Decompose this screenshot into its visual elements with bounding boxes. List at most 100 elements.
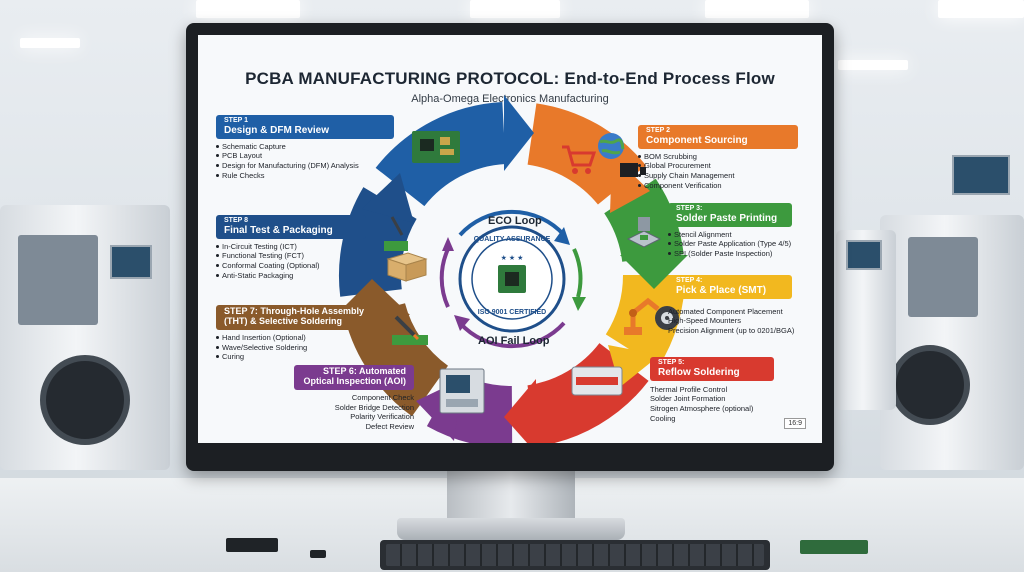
ceiling-light (196, 0, 300, 18)
eco-loop-arrow (572, 248, 583, 298)
step-number: STEP 5: (658, 359, 685, 366)
step-bullet: Wave/Selective Soldering (216, 343, 382, 353)
step-bullet: Rule Checks (216, 171, 394, 181)
step-bullet: Stencil Alignment (668, 230, 792, 240)
step-title: Pick & Place (SMT) (676, 284, 767, 296)
ring-arrow-head (504, 379, 536, 443)
step-bullet: Solder Paste Application (Type 4/5) (668, 239, 792, 249)
globe-icon (598, 133, 625, 159)
smt-machine-left (0, 205, 170, 470)
step-number: STEP 2 (646, 127, 670, 134)
step-3-header: STEP 3: Solder Paste Printing (668, 203, 792, 227)
ring-arrow-head (362, 173, 414, 223)
usb-device (226, 538, 278, 552)
step-bullet: Component Verification (638, 181, 798, 191)
ring-arrow-head (620, 255, 688, 289)
smt-machine-mid-right (836, 230, 896, 410)
svg-text:★ ★ ★: ★ ★ ★ (501, 254, 524, 262)
step-4-pick-and-place: STEP 4: Pick & Place (SMT) Automated Com… (668, 275, 794, 336)
ceiling-light (838, 60, 908, 70)
step-3-solder-paste-printing: STEP 3: Solder Paste Printing Stencil Al… (668, 203, 792, 259)
step-bullet: In-Circuit Testing (ICT) (216, 242, 366, 252)
reflow-oven-icon (571, 366, 623, 396)
step-bullet: Polarity Verification (350, 412, 414, 422)
keyboard[interactable] (380, 540, 770, 570)
step-bullet: Global Procurement (638, 161, 798, 171)
pcb-board-icon (412, 131, 460, 163)
step-6-header: STEP 6: Automated Optical Inspection (AO… (294, 365, 414, 390)
ceiling-light (470, 0, 560, 18)
aoi-loop-arrow (458, 321, 566, 349)
smt-machine-right (880, 155, 1024, 470)
packaging-box-icon (384, 216, 428, 282)
step-bullet: Precision Alignment (up to 0201/BGA) (668, 326, 795, 336)
eco-loop-label: ECO Loop (488, 215, 542, 227)
step-number: STEP 3: (676, 205, 703, 212)
step-title: Final Test & Packaging (224, 224, 333, 236)
aoi-loop-arrow (439, 248, 450, 308)
step-bullet: High-Speed Mounters (668, 316, 741, 326)
step-6-aoi: STEP 6: Automated Optical Inspection (AO… (294, 365, 414, 432)
step-bullet: Schematic Capture (216, 142, 394, 152)
monitor-stand (447, 470, 575, 522)
step-bullet: Solder Bridge Detection (334, 402, 414, 412)
soldering-iron-icon (392, 315, 428, 345)
monitor: PCBA MANUFACTURING PROTOCOL: End-to-End … (186, 23, 834, 471)
step-2-header: STEP 2 Component Sourcing (638, 125, 798, 149)
step-title-line1: STEP 7: Through-Hole Assembly (224, 306, 365, 316)
step-title: Solder Paste Printing (676, 212, 778, 224)
step-5-header: STEP 5: Reflow Soldering (650, 357, 774, 381)
step-number: STEP 1 (224, 117, 248, 124)
step-title-line2: Optical Inspection (AOI) (303, 375, 406, 386)
step-bullet: Cooling (650, 413, 676, 423)
step-bullet: Thermal Profile Control (650, 384, 728, 394)
step-title: Component Sourcing (646, 134, 748, 146)
qa-top-text: QUALITY ASSURANCE (473, 236, 551, 243)
aoi-fail-loop-label: AOI Fail Loop (478, 335, 550, 347)
step-bullet: Automated Component Placement (668, 306, 783, 316)
ring-arrow-head (504, 95, 534, 171)
step-title-line1: STEP 6: Automated (322, 366, 406, 376)
step-5-reflow-soldering: STEP 5: Reflow Soldering Thermal Profile… (650, 357, 774, 424)
step-bullet: Solder Joint Formation (650, 394, 726, 404)
step-title-line2: (THT) & Selective Soldering (224, 315, 343, 326)
step-title: Reflow Soldering (658, 366, 740, 378)
chip-components-icon (620, 163, 646, 177)
step-7-header: STEP 7: Through-Hole Assembly (THT) & Se… (216, 305, 382, 330)
ceiling-light (20, 38, 80, 48)
step-bullet: PCB Layout (216, 151, 394, 161)
step-2-component-sourcing: STEP 2 Component Sourcing BOM Scrubbing … (638, 125, 798, 191)
robotic-arm-icon (624, 297, 660, 335)
step-bullet: Sitrogen Atmosphere (optional) (650, 404, 754, 414)
aspect-ratio-badge: 16:9 (784, 418, 806, 429)
step-bullet: Conformal Coating (Optional) (216, 261, 366, 271)
step-8-header: STEP 8 Final Test & Packaging (216, 215, 366, 239)
chip-on-desk (310, 550, 326, 558)
step-bullet: Anti-Static Packaging (216, 271, 366, 281)
step-number: STEP 8 (224, 217, 248, 224)
step-bullet: Component Check (351, 392, 414, 402)
page-title: PCBA MANUFACTURING PROTOCOL: End-to-End … (245, 69, 775, 88)
step-bullet: Supply Chain Management (638, 171, 798, 181)
step-1-header: STEP 1 Design & DFM Review (216, 115, 394, 139)
step-title: Design & DFM Review (224, 124, 330, 136)
infographic-screen: PCBA MANUFACTURING PROTOCOL: End-to-End … (198, 35, 822, 443)
step-bullet: SPI (Solder Paste Inspection) (668, 249, 792, 259)
ceiling-light (705, 0, 809, 18)
component-reel-icon (655, 306, 679, 330)
stencil-printer-icon (626, 217, 662, 248)
step-bullet: Functional Testing (FCT) (216, 251, 366, 261)
step-bullet: BOM Scrubbing (638, 152, 798, 162)
shopping-cart-icon (562, 145, 596, 174)
step-1-design-dfm-review: STEP 1 Design & DFM Review Schematic Cap… (216, 115, 394, 181)
step-bullet: Defect Review (365, 422, 414, 432)
step-8-final-test-packaging: STEP 8 Final Test & Packaging In-Circuit… (216, 215, 366, 281)
ceiling-light (938, 0, 1024, 18)
step-bullet: Design for Manufacturing (DFM) Analysis (216, 161, 394, 171)
qa-bottom-text: ISO 9001 CERTIFIED (477, 309, 547, 316)
monitor-stand-base (397, 518, 625, 540)
step-4-header: STEP 4: Pick & Place (SMT) (668, 275, 792, 299)
step-7-tht-selective-soldering: STEP 7: Through-Hole Assembly (THT) & Se… (216, 305, 382, 362)
step-bullet: Hand Insertion (Optional) (216, 333, 382, 343)
step-number: STEP 4: (676, 277, 703, 284)
